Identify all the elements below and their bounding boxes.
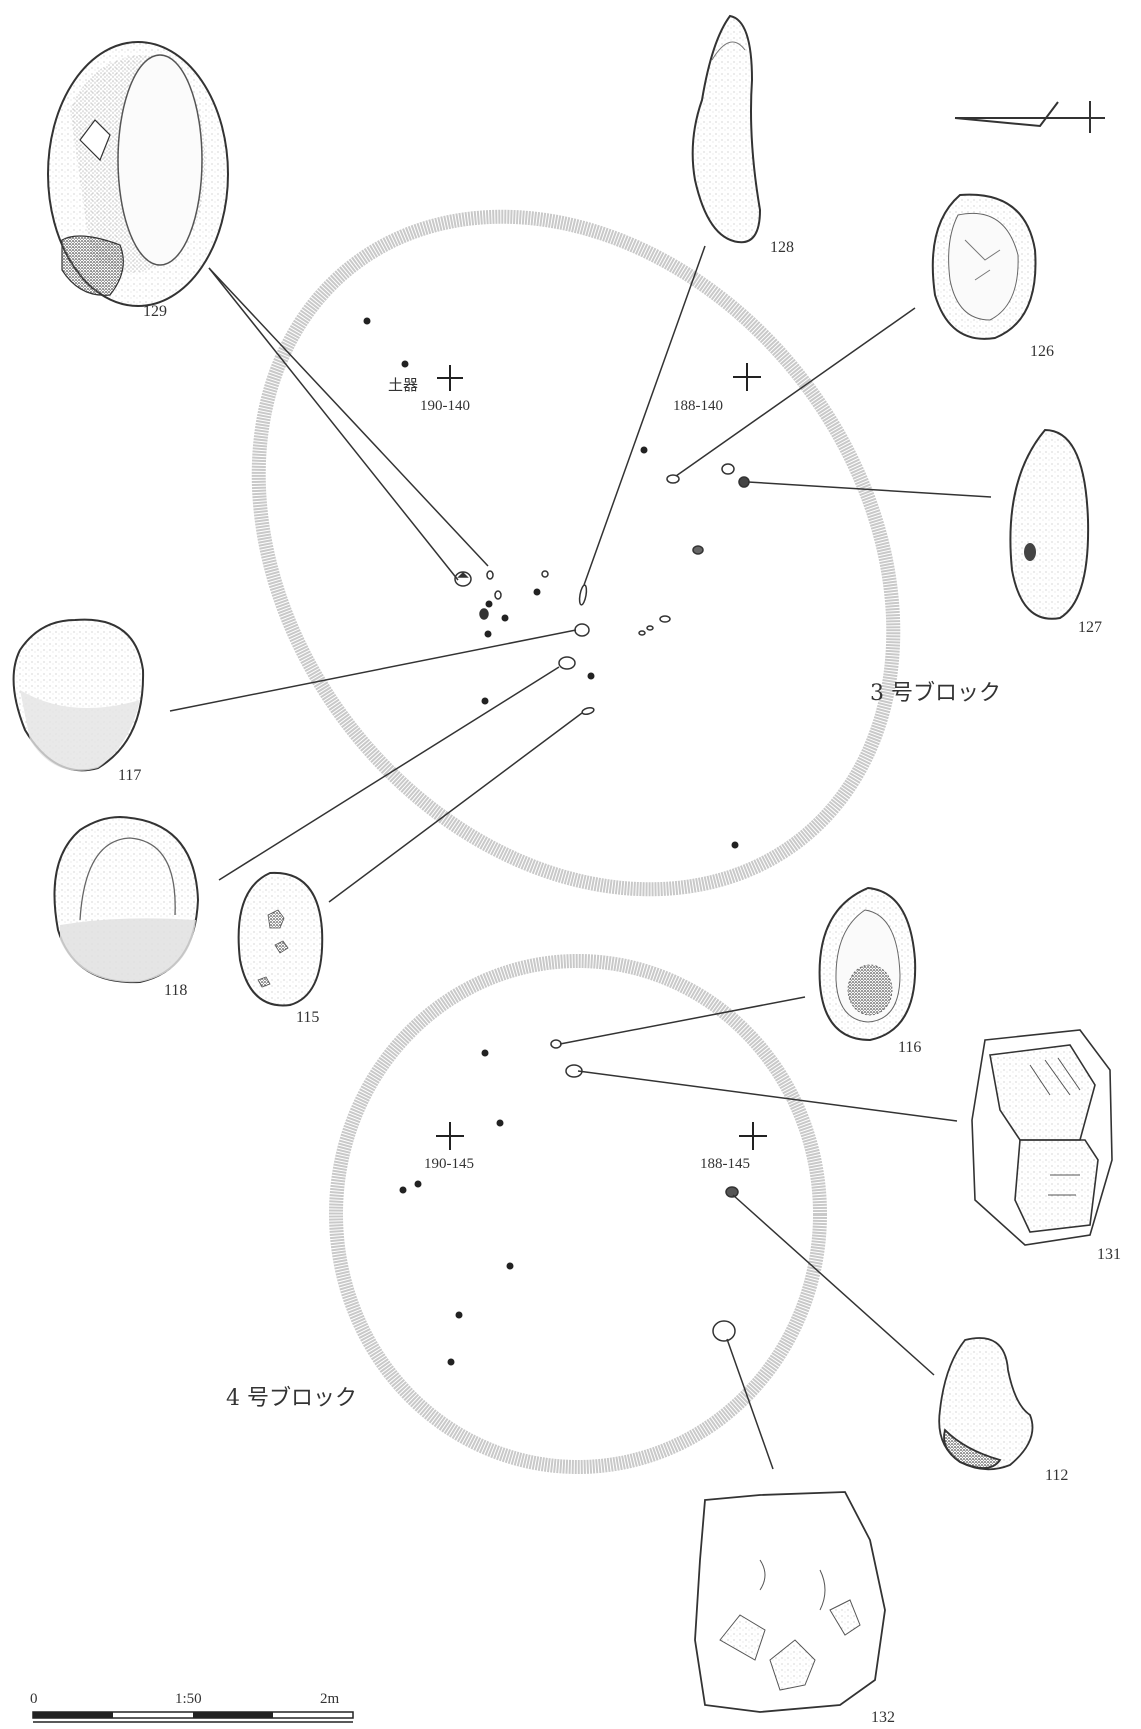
north-arrow-icon xyxy=(954,101,1105,133)
scale-start-label: 0 xyxy=(30,1691,38,1707)
block-4-boundary xyxy=(329,954,827,1474)
artifact-128-label: 128 xyxy=(770,239,794,256)
artifact-131-label: 131 xyxy=(1097,1246,1121,1263)
artifact-129-drawing xyxy=(47,41,229,307)
artifact-117-label: 117 xyxy=(118,767,141,784)
artifact-131-drawing xyxy=(971,1029,1113,1246)
find-dots xyxy=(363,317,739,1366)
scale-bar xyxy=(32,1711,354,1723)
artifact-116-drawing xyxy=(818,886,917,1042)
grid-label-188-145: 188-145 xyxy=(700,1156,750,1172)
grid-marker-190-140 xyxy=(437,365,463,391)
artifact-117-drawing xyxy=(12,618,145,772)
artifact-112-label: 112 xyxy=(1045,1467,1068,1484)
artifact-112-drawing xyxy=(938,1337,1034,1471)
block-3-boundary xyxy=(251,209,901,897)
artifact-116-label: 116 xyxy=(898,1039,921,1056)
artifact-132-label: 132 xyxy=(871,1709,895,1726)
artifact-132-drawing xyxy=(694,1491,886,1713)
grid-label-190-145: 190-145 xyxy=(424,1156,474,1172)
artifact-118-label: 118 xyxy=(164,982,187,999)
block-4-label: 4 号ブロック xyxy=(226,1386,357,1411)
pottery-label: 土器 xyxy=(388,376,418,394)
artifact-118-drawing xyxy=(53,815,200,984)
artifact-115-drawing xyxy=(237,871,324,1007)
grid-marker-188-140 xyxy=(733,363,761,391)
artifact-115-label: 115 xyxy=(296,1009,319,1026)
leader-lines xyxy=(169,245,992,1470)
grid-marker-190-145 xyxy=(436,1122,464,1150)
artifact-126-label: 126 xyxy=(1030,343,1054,360)
artifact-128-drawing xyxy=(691,14,762,244)
artifact-129-label: 129 xyxy=(143,303,167,320)
scale-ratio-label: 1:50 xyxy=(175,1691,202,1707)
artifact-126-drawing xyxy=(931,193,1037,340)
grid-label-188-140: 188-140 xyxy=(673,398,723,414)
artifact-127-drawing xyxy=(1009,428,1090,620)
scale-end-label: 2m xyxy=(320,1691,340,1707)
block-3-label: 3 号ブロック xyxy=(870,681,1001,706)
grid-label-190-140: 190-140 xyxy=(420,398,470,414)
grid-marker-188-145 xyxy=(739,1122,767,1150)
plan-artifacts xyxy=(454,463,750,1342)
artifact-127-label: 127 xyxy=(1078,619,1102,636)
